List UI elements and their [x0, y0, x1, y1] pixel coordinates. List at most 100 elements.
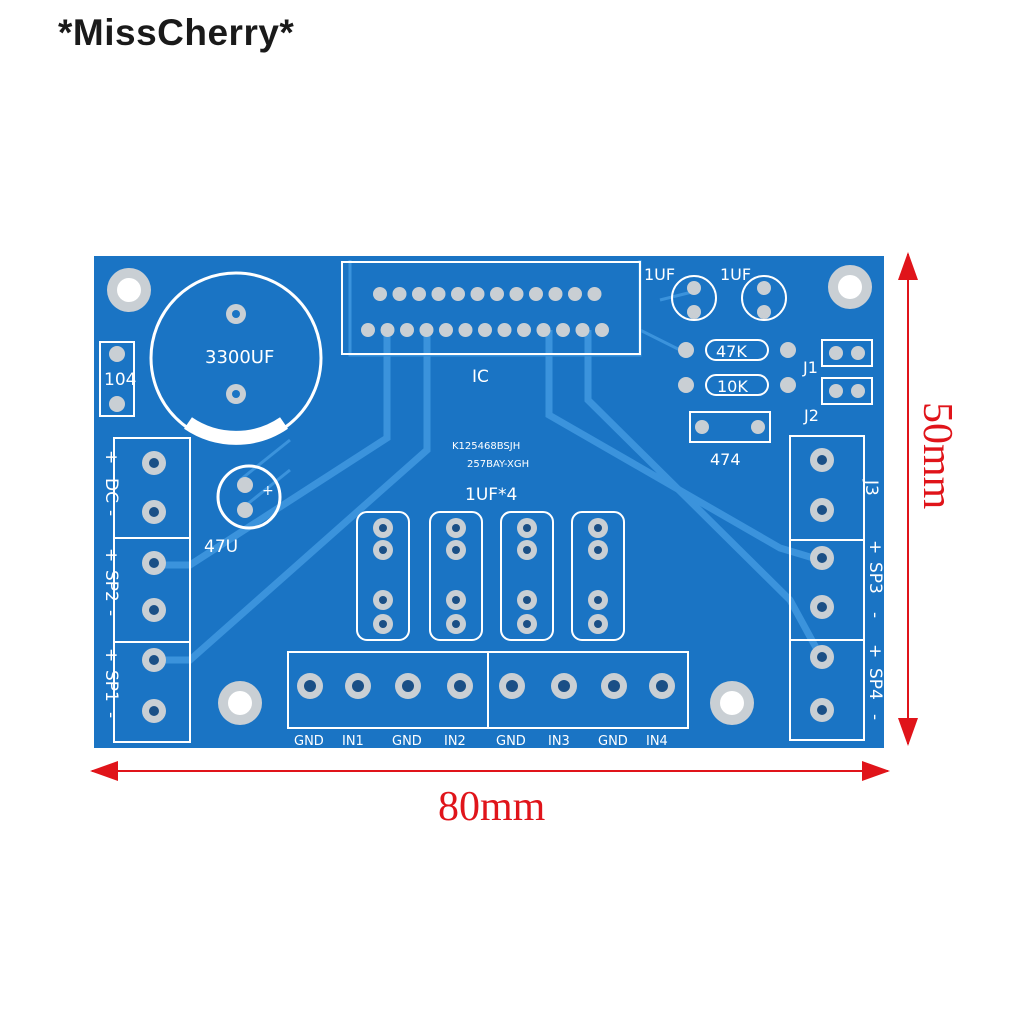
ic-pin-top — [529, 287, 543, 301]
right-terminal-blocks — [789, 435, 865, 741]
uf-cap-pad-hole — [594, 596, 602, 604]
ic-pin-top — [490, 287, 504, 301]
ic-pin-top — [431, 287, 446, 301]
ic-pin-top — [587, 287, 602, 301]
c474-label: 474 — [710, 450, 741, 469]
j3-label: J3 — [861, 479, 881, 496]
ic-pin-bottom — [478, 323, 492, 337]
uf-cap-pad-hole — [523, 524, 531, 532]
input-label: IN2 — [444, 734, 466, 749]
svg-text:+: + — [101, 648, 121, 662]
right-labels: J3 + SP3 - + SP4 - — [861, 479, 885, 720]
j1-label: J1 — [802, 358, 818, 377]
ic-pin-top — [373, 287, 387, 301]
ic-pin-bottom — [361, 323, 375, 337]
cap-3300uf-label: 3300UF — [205, 347, 274, 368]
mounting-holes — [107, 265, 872, 725]
uf-cap-pad-hole — [379, 596, 387, 604]
svg-text:DC: DC — [101, 478, 121, 503]
left-terminal-pad-hole — [149, 655, 159, 665]
uf-cap-pad-hole — [594, 620, 602, 628]
uf-cap-outline — [571, 511, 625, 641]
right-terminal-pad-hole — [817, 705, 827, 715]
svg-text:-: - — [101, 712, 121, 718]
ic-pin-bottom — [556, 323, 570, 337]
right-terminal-pad-hole — [817, 602, 827, 612]
left-terminal-pad-hole — [149, 558, 159, 568]
r10k-label: 10K — [717, 377, 748, 396]
ic-pin-bottom — [419, 323, 434, 337]
left-labels: + DC - + SP2 - + SP1 - — [101, 450, 121, 718]
uf-cap-pad-hole — [523, 546, 531, 554]
ic-pin-bottom — [595, 323, 609, 337]
input-pad-hole — [454, 680, 466, 692]
ic-label: IC — [472, 367, 489, 387]
watermark-text: *MissCherry* — [58, 12, 295, 53]
j2-label: J2 — [803, 406, 819, 425]
svg-text:-: - — [865, 612, 885, 618]
terminal-pads — [142, 448, 834, 723]
ic-pin-top — [568, 287, 582, 301]
uf-cap-pad-hole — [379, 620, 387, 628]
svg-text:SP1: SP1 — [101, 670, 121, 702]
ic-pin-bottom — [439, 323, 453, 337]
ic-pin-top — [451, 287, 465, 301]
ic-pin-bottom — [536, 323, 551, 337]
ic-pin-top — [509, 287, 524, 301]
uf-cap-pad-hole — [379, 546, 387, 554]
input-label: IN4 — [646, 734, 668, 749]
ic-pin-bottom — [575, 323, 590, 337]
cap-47u-label: 47U — [204, 537, 238, 557]
input-pad-hole — [352, 680, 364, 692]
svg-text:SP4: SP4 — [865, 668, 885, 700]
uf-a-label: 1UF — [644, 265, 675, 284]
uf-cap-outline — [356, 511, 410, 641]
uf-cap-pad-hole — [379, 524, 387, 532]
svg-text:SP3: SP3 — [865, 562, 885, 594]
input-pad-hole — [608, 680, 620, 692]
ic-pin-top — [470, 287, 485, 301]
input-pad-hole — [506, 680, 518, 692]
ic-pin-bottom — [400, 323, 414, 337]
svg-text:+: + — [101, 548, 121, 562]
uf-cap-pad-hole — [452, 524, 460, 532]
ic-outline — [341, 261, 641, 355]
input-label: IN3 — [548, 734, 570, 749]
uf-cap-outline — [500, 511, 554, 641]
ic-pin-bottom — [497, 323, 512, 337]
input-pad-hole — [656, 680, 668, 692]
uf-cap-pad-hole — [452, 596, 460, 604]
ic-pin-top — [412, 287, 426, 301]
uf-cap-pad-hole — [452, 620, 460, 628]
uf-cap-pad-hole — [523, 620, 531, 628]
uf4-label: 1UF*4 — [465, 485, 517, 505]
input-label: GND — [392, 734, 422, 749]
left-terminal-pad-hole — [149, 458, 159, 468]
cap-47u-outline — [216, 464, 282, 530]
right-terminal-pad-hole — [817, 505, 827, 515]
cap-47u-plus: + — [262, 483, 274, 499]
svg-text:+: + — [865, 540, 885, 554]
input-pads — [297, 673, 675, 699]
ic-pin-top — [548, 287, 563, 301]
input-label: GND — [496, 734, 526, 749]
input-pad-hole — [402, 680, 414, 692]
uf-cap-pad-hole — [452, 546, 460, 554]
uf-cap-pad-hole — [523, 596, 531, 604]
left-terminal-pad-hole — [149, 706, 159, 716]
ic-pin-bottom — [458, 323, 473, 337]
input-pad-hole — [558, 680, 570, 692]
svg-text:-: - — [865, 714, 885, 720]
c104-label: 104 — [104, 370, 136, 390]
left-terminal-pad-hole — [149, 507, 159, 517]
left-terminal-blocks — [113, 437, 191, 743]
ic-pin-bottom — [517, 323, 531, 337]
right-terminal-pad-hole — [817, 455, 827, 465]
svg-text:+: + — [865, 644, 885, 658]
uf-cap-outline — [429, 511, 483, 641]
ic-pin-bottom — [380, 323, 395, 337]
svg-text:+: + — [101, 450, 121, 464]
uf4-capacitors — [356, 511, 625, 641]
